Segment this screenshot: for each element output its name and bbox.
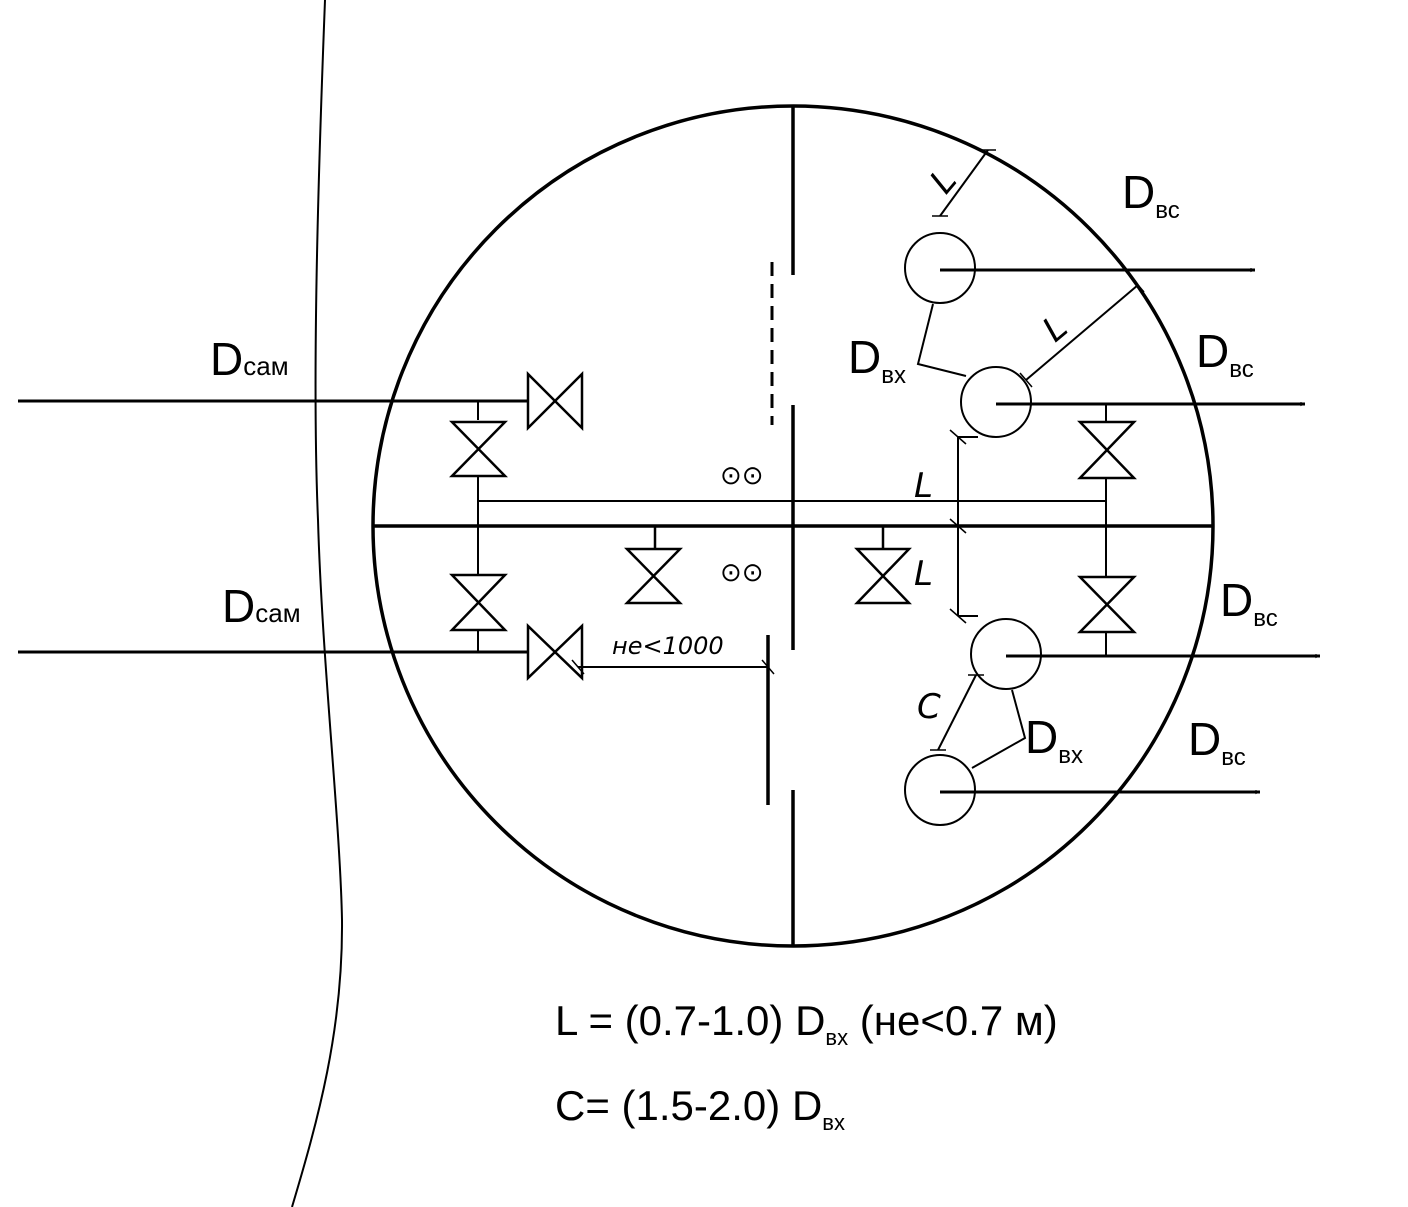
dimension-label-C: C	[917, 687, 941, 727]
label-d-vs-4: Dвс	[1188, 713, 1246, 771]
valve-icon	[449, 420, 508, 478]
valve-icon	[449, 573, 508, 632]
min-distance-label: не<1000	[612, 632, 724, 660]
dimension-L-top	[932, 149, 996, 217]
suction-pipe-3	[970, 618, 1042, 690]
leader-line	[971, 689, 1027, 769]
valve-icon	[1077, 420, 1137, 480]
formula-C: C= (1.5-2.0) Dвх	[555, 1082, 845, 1135]
valve-icon	[526, 370, 584, 432]
label-d-vx-upper: Dвх	[848, 331, 906, 389]
label-d-sam-upper: Dсам	[210, 333, 289, 385]
leader-line	[916, 303, 967, 377]
dimension-label-L: L	[922, 161, 965, 201]
valve-icon	[526, 623, 584, 681]
label-d-vs-3: Dвс	[1220, 574, 1278, 632]
dimension-L-diag	[1019, 277, 1145, 388]
river-bank-line	[291, 0, 344, 1207]
suction-pipe-2	[960, 366, 1032, 438]
valve-icon	[1077, 575, 1137, 634]
valve-icon	[854, 547, 912, 605]
dimension-min-distance	[571, 659, 775, 675]
suction-pipe-4	[904, 754, 976, 826]
label-d-vs-1: Dвс	[1122, 166, 1180, 224]
formula-L: L = (0.7-1.0) Dвх (не<0.7 м)	[555, 997, 1058, 1050]
dimension-label-L: L	[914, 466, 933, 506]
suction-pipe-1	[904, 232, 976, 304]
dimension-L-middle	[949, 429, 978, 624]
label-d-vx-lower: Dвх	[1025, 711, 1083, 769]
valve-icon	[624, 547, 683, 605]
label-d-vs-2: Dвс	[1196, 325, 1254, 383]
pump-symbol-lower: ⊙⊙	[720, 557, 764, 587]
pump-symbol-upper: ⊙⊙	[720, 460, 764, 490]
label-d-sam-lower: Dсам	[222, 580, 301, 632]
dimension-C	[930, 674, 984, 751]
dimension-label-L: L	[914, 554, 933, 594]
